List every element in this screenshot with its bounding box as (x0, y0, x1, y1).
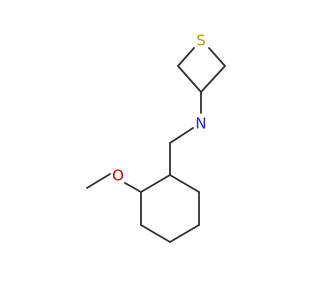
bond-c-s-left (177, 47, 195, 67)
oxygen-atom-label: O (112, 167, 124, 185)
bond-cy-6-1 (169, 174, 200, 193)
bond-ring-o (124, 182, 142, 193)
bond-cy-3-4 (140, 224, 171, 243)
bond-cy-4-5 (169, 224, 200, 243)
bond-o-ch3 (86, 173, 111, 189)
bond-s-c-right (208, 47, 226, 67)
sulfur-atom-label: S (196, 32, 206, 50)
molecule-canvas: S N O (86, 32, 226, 243)
bond-c-c-right (200, 65, 226, 93)
bond-n-ch2 (169, 127, 194, 144)
structure-diagram: S N O (86, 32, 226, 243)
nitrogen-atom-label: N (195, 115, 206, 133)
bond-cy-1-2 (140, 174, 171, 193)
bond-c-c-left (177, 65, 202, 93)
